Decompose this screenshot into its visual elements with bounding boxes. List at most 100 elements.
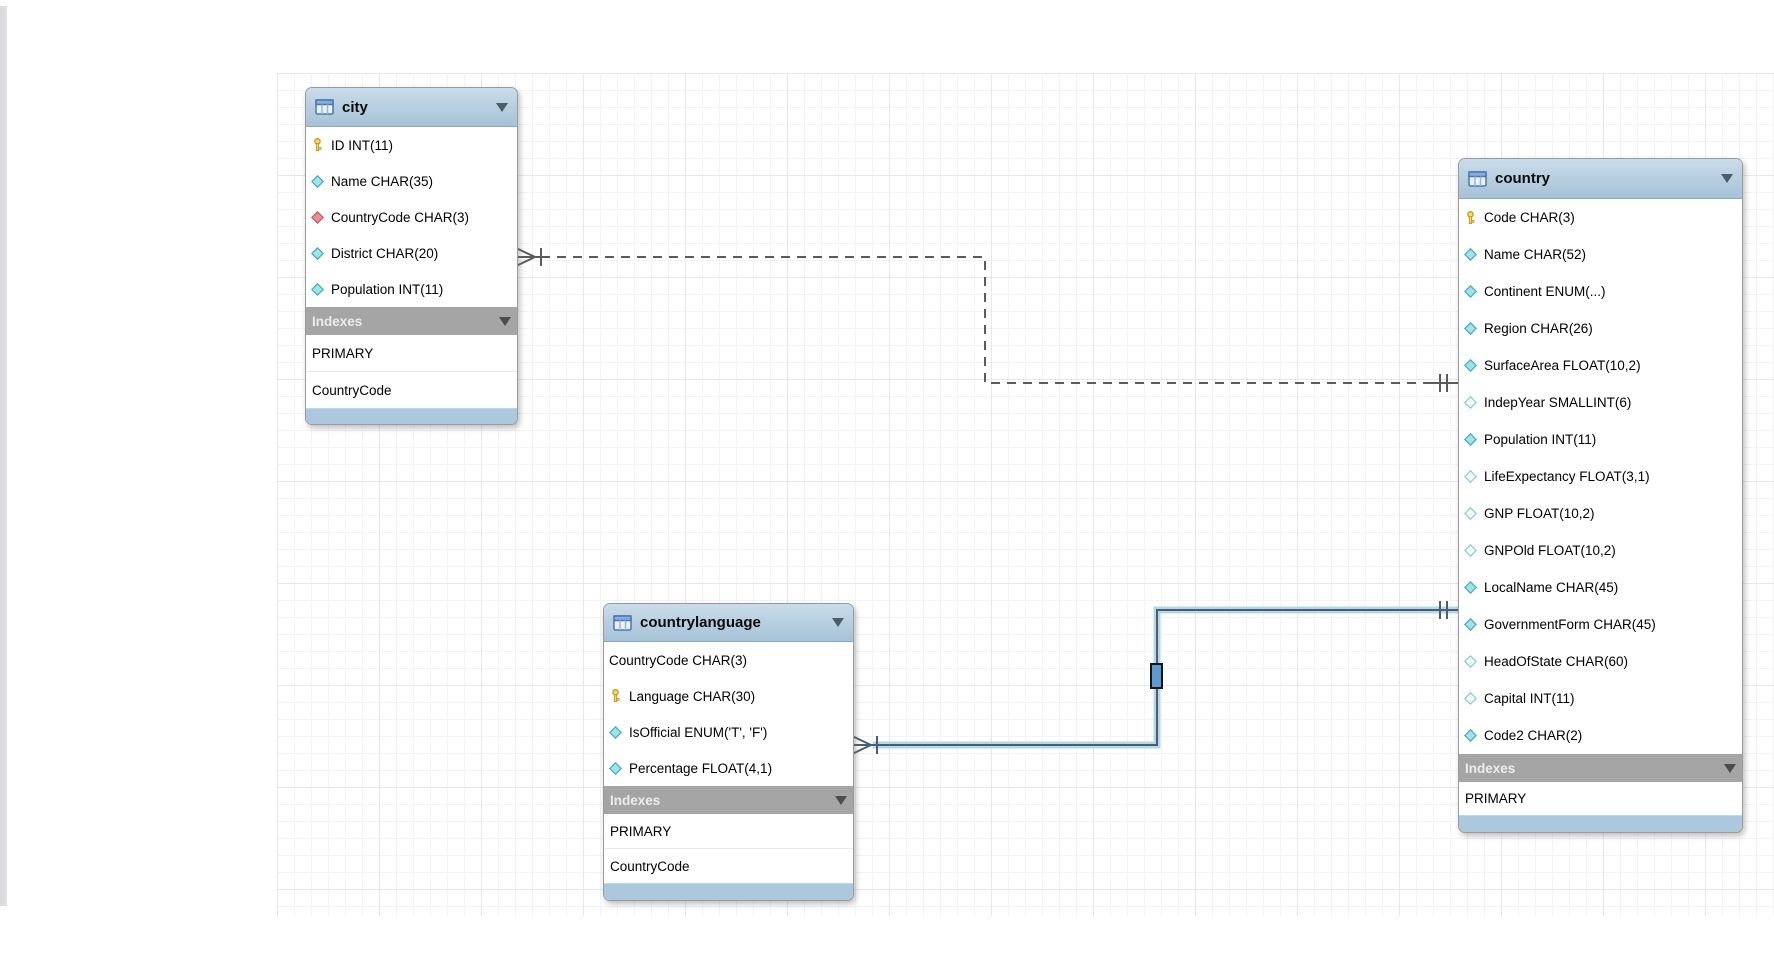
- notnull-column-icon: [609, 761, 624, 775]
- indexes-label: Indexes: [312, 313, 363, 329]
- column-label: GovernmentForm CHAR(45): [1484, 617, 1656, 632]
- column-row[interactable]: Percentage FLOAT(4,1): [604, 750, 853, 786]
- column-row[interactable]: Name CHAR(35): [306, 163, 517, 199]
- collapse-arrow-icon[interactable]: [496, 102, 508, 112]
- column-label: Region CHAR(26): [1484, 321, 1593, 336]
- column-label: District CHAR(20): [331, 245, 439, 261]
- index-row[interactable]: PRIMARY: [604, 814, 853, 848]
- primary-key-icon: [609, 689, 624, 703]
- column-row[interactable]: LocalName CHAR(45): [1459, 569, 1742, 606]
- column-label: Continent ENUM(...): [1484, 284, 1606, 299]
- collapse-arrow-icon[interactable]: [1724, 763, 1736, 773]
- index-label: PRIMARY: [312, 345, 374, 361]
- column-row[interactable]: Code2 CHAR(2): [1459, 717, 1742, 754]
- column-label: CountryCode CHAR(3): [331, 209, 470, 225]
- column-row[interactable]: LifeExpectancy FLOAT(3,1): [1459, 458, 1742, 495]
- nullable-column-icon: [1464, 396, 1479, 409]
- column-row[interactable]: Code CHAR(3): [1459, 199, 1742, 236]
- columns-section: Code CHAR(3) Name CHAR(52) Continent ENUM(…: [1459, 199, 1742, 754]
- vertical-scrollbar-track[interactable]: [0, 6, 7, 906]
- index-row[interactable]: CountryCode: [604, 848, 853, 883]
- column-row[interactable]: IndepYear SMALLINT(6): [1459, 384, 1742, 421]
- column-row[interactable]: Continent ENUM(...): [1459, 273, 1742, 310]
- collapse-arrow-icon[interactable]: [499, 316, 511, 326]
- nullable-column-icon: [1464, 655, 1479, 668]
- table-name: city: [342, 98, 368, 116]
- column-row[interactable]: Capital INT(11): [1459, 680, 1742, 717]
- indexes-header[interactable]: Indexes: [306, 307, 517, 335]
- notnull-column-icon: [311, 174, 326, 188]
- indexes-section: PRIMARY CountryCode: [604, 814, 853, 883]
- column-label: Language CHAR(30): [629, 688, 756, 704]
- column-label: Capital INT(11): [1484, 691, 1575, 706]
- column-row[interactable]: GNPOld FLOAT(10,2): [1459, 532, 1742, 569]
- index-label: PRIMARY: [1465, 791, 1527, 806]
- nullable-column-icon: [1464, 544, 1479, 557]
- collapse-arrow-icon[interactable]: [1721, 174, 1733, 183]
- collapse-arrow-icon[interactable]: [832, 618, 844, 627]
- table-countrylanguage[interactable]: countrylanguage CountryCode CHAR(3) Langu…: [603, 603, 854, 901]
- notnull-column-icon: [609, 725, 624, 739]
- column-label: IsOfficial ENUM('T', 'F'): [629, 724, 768, 740]
- column-row[interactable]: Population INT(11): [1459, 421, 1742, 458]
- table-city[interactable]: city ID INT(11) Name CHAR(35) CountryCode …: [305, 87, 518, 425]
- column-row[interactable]: Language CHAR(30): [604, 678, 853, 714]
- table-footer: [604, 883, 853, 900]
- table-header[interactable]: countrylanguage: [604, 604, 853, 642]
- indexes-header[interactable]: Indexes: [1459, 754, 1742, 782]
- columns-section: CountryCode CHAR(3) Language CHAR(30) IsOf…: [604, 642, 853, 786]
- table-icon: [315, 99, 334, 115]
- notnull-column-icon: [311, 246, 326, 260]
- column-row[interactable]: GovernmentForm CHAR(45): [1459, 606, 1742, 643]
- column-label: GNP FLOAT(10,2): [1484, 506, 1595, 521]
- indexes-section: PRIMARY: [1459, 782, 1742, 815]
- column-label: CountryCode CHAR(3): [609, 652, 748, 668]
- column-label: Percentage FLOAT(4,1): [629, 760, 773, 776]
- column-label: Population INT(11): [1484, 432, 1597, 447]
- relationship-countrylanguage-country[interactable]: [851, 601, 1458, 755]
- table-footer: [1459, 815, 1742, 832]
- index-label: CountryCode: [610, 858, 690, 874]
- column-row[interactable]: Region CHAR(26): [1459, 310, 1742, 347]
- table-header[interactable]: country: [1459, 159, 1742, 199]
- column-row[interactable]: CountryCode CHAR(3): [306, 199, 517, 235]
- table-icon: [1468, 170, 1487, 187]
- table-name: country: [1495, 170, 1551, 187]
- index-row[interactable]: CountryCode: [306, 371, 517, 408]
- column-label: HeadOfState CHAR(60): [1484, 654, 1629, 669]
- column-label: LocalName CHAR(45): [1484, 580, 1619, 595]
- relationship-city-country[interactable]: [515, 247, 1458, 392]
- columns-section: ID INT(11) Name CHAR(35) CountryCode CHAR(…: [306, 127, 517, 307]
- column-label: Population INT(11): [331, 281, 444, 297]
- notnull-column-icon: [1464, 618, 1479, 631]
- column-row[interactable]: District CHAR(20): [306, 235, 517, 271]
- column-label: IndepYear SMALLINT(6): [1484, 395, 1632, 410]
- relationship-midpoint-handle[interactable]: [1150, 663, 1163, 689]
- column-label: Code2 CHAR(2): [1484, 728, 1583, 743]
- index-row[interactable]: PRIMARY: [1459, 782, 1742, 815]
- table-header[interactable]: city: [306, 88, 517, 127]
- primary-key-icon: [311, 138, 326, 152]
- column-row[interactable]: GNP FLOAT(10,2): [1459, 495, 1742, 532]
- table-footer: [306, 408, 517, 424]
- column-label: Name CHAR(35): [331, 173, 434, 189]
- column-row[interactable]: ID INT(11): [306, 127, 517, 163]
- indexes-header[interactable]: Indexes: [604, 786, 853, 814]
- column-row[interactable]: SurfaceArea FLOAT(10,2): [1459, 347, 1742, 384]
- column-row[interactable]: IsOfficial ENUM('T', 'F'): [604, 714, 853, 750]
- notnull-column-icon: [1464, 581, 1479, 594]
- column-label: Code CHAR(3): [1484, 210, 1575, 225]
- table-icon: [613, 614, 632, 631]
- column-row[interactable]: HeadOfState CHAR(60): [1459, 643, 1742, 680]
- column-row[interactable]: Name CHAR(52): [1459, 236, 1742, 273]
- index-row[interactable]: PRIMARY: [306, 335, 517, 371]
- notnull-column-icon: [1464, 359, 1479, 372]
- column-row[interactable]: CountryCode CHAR(3): [604, 642, 853, 678]
- column-row[interactable]: Population INT(11): [306, 271, 517, 307]
- indexes-label: Indexes: [1465, 760, 1516, 776]
- collapse-arrow-icon[interactable]: [835, 795, 847, 805]
- table-name: countrylanguage: [640, 614, 761, 631]
- table-country[interactable]: country Code CHAR(3) Name CHAR(52) Contine…: [1458, 158, 1743, 833]
